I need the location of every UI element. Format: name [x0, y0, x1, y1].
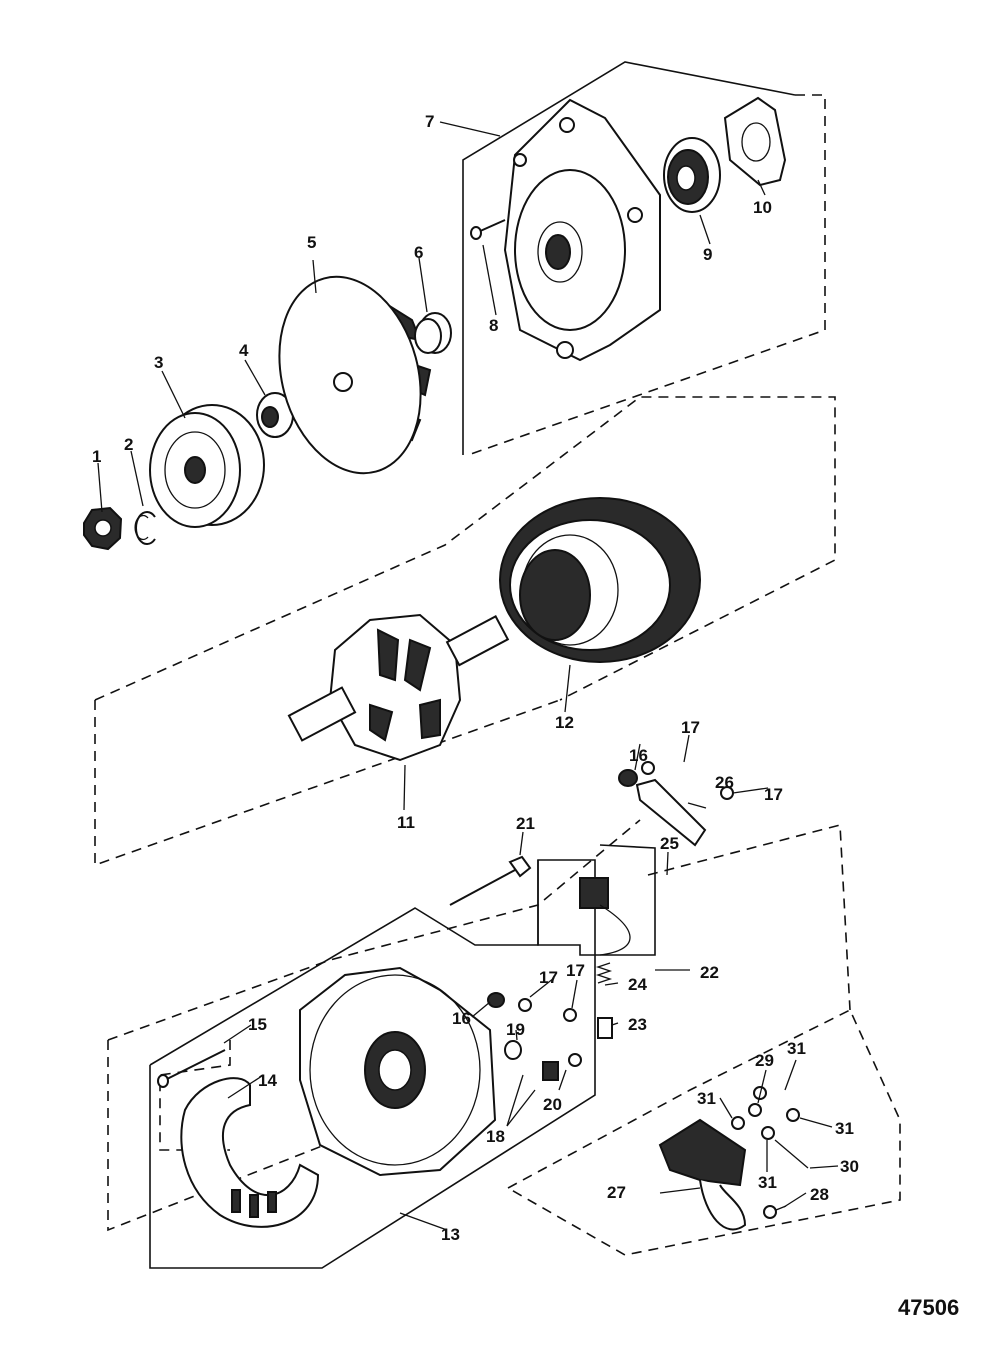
callout-30: 30	[840, 1157, 859, 1176]
nut-part	[83, 506, 123, 551]
through-bolt-part	[449, 855, 532, 906]
callout-31-bottom: 31	[758, 1173, 777, 1192]
shield-plate-part	[180, 1077, 320, 1228]
callout-6: 6	[414, 243, 423, 262]
brush-holder-part	[579, 877, 631, 1039]
bearing-part	[663, 137, 721, 213]
retainer-plate-part	[723, 96, 787, 187]
end-frame-part	[503, 98, 661, 362]
callout-31-right: 31	[835, 1119, 854, 1138]
callout-18: 18	[486, 1127, 505, 1146]
callout-17-low: 17	[566, 961, 585, 980]
callout-11: 11	[397, 813, 415, 832]
callout-19: 19	[506, 1020, 525, 1039]
callout-23: 23	[628, 1015, 647, 1034]
callout-12: 12	[555, 713, 574, 732]
callout-2: 2	[124, 435, 133, 454]
callout-31-left: 31	[697, 1089, 716, 1108]
callout-13: 13	[441, 1225, 460, 1244]
document-number: 47506	[898, 1295, 959, 1320]
callout-3: 3	[154, 353, 163, 372]
strap-part	[635, 778, 707, 847]
callout-29: 29	[755, 1051, 774, 1070]
callout-27: 27	[607, 1183, 626, 1202]
lock-washer-part	[134, 511, 156, 545]
callout-24: 24	[628, 975, 647, 994]
pulley-part	[149, 404, 265, 528]
callout-22: 22	[700, 963, 719, 982]
fan-part	[278, 275, 432, 475]
callout-25: 25	[660, 834, 679, 853]
callout-17-mid: 17	[539, 968, 558, 987]
terminal-part	[504, 1040, 559, 1081]
callout-1: 1	[92, 447, 101, 466]
callout-7: 7	[425, 112, 434, 131]
callout-15: 15	[248, 1015, 267, 1034]
long-screw-part	[157, 1049, 226, 1088]
callout-4: 4	[239, 341, 249, 360]
callout-9: 9	[703, 245, 712, 264]
cover-screw-part	[763, 1205, 787, 1219]
callout-8: 8	[489, 316, 498, 335]
callout-16-bottom: 16	[452, 1009, 471, 1028]
callout-16-top: 16	[629, 746, 648, 765]
collar-part	[414, 312, 452, 354]
stator-part	[499, 497, 701, 663]
callout-14: 14	[258, 1071, 277, 1090]
nuts-washers-part	[487, 761, 734, 1067]
drive-end-frame-part	[299, 966, 497, 1177]
cover-part	[658, 1118, 747, 1231]
callout-10: 10	[753, 198, 772, 217]
callout-28: 28	[810, 1185, 829, 1204]
callout-labels: 1 2 3 4 5 6 7 8 9 10 11 12 13 14 15 16 1…	[92, 112, 859, 1244]
screw-part	[470, 219, 506, 240]
callout-20: 20	[543, 1095, 562, 1114]
callout-21: 21	[516, 814, 535, 833]
terminal-nuts-part	[731, 1086, 809, 1169]
callout-31-top: 31	[787, 1039, 806, 1058]
callout-5: 5	[307, 233, 316, 252]
rotor-part	[287, 613, 510, 762]
leader-lines	[97, 121, 839, 1231]
callout-17-right: 17	[764, 785, 783, 804]
callout-17-top: 17	[681, 718, 700, 737]
assembly-outlines	[94, 61, 901, 1269]
callout-26: 26	[715, 773, 734, 792]
